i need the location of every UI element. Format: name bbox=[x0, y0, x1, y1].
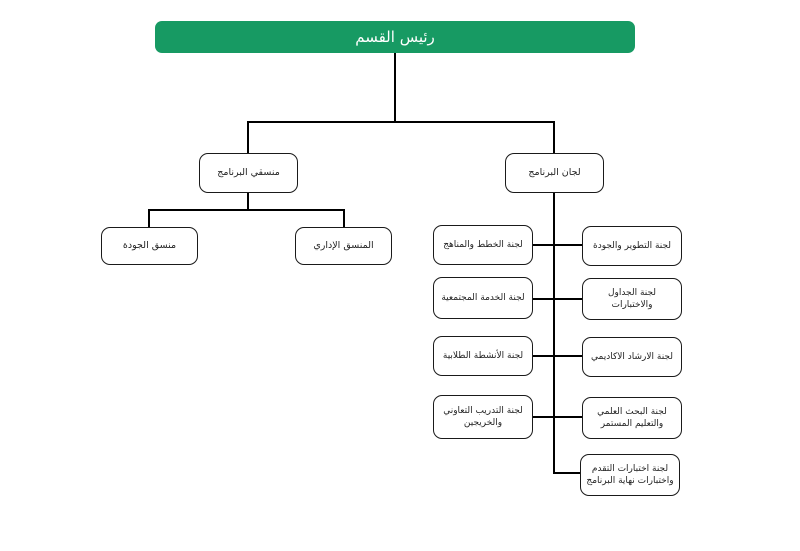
node-progress-final-exams-committee: لجنة اختبارات التقدم واختبارات نهاية الب… bbox=[580, 454, 680, 496]
connector-committees-spine bbox=[553, 192, 555, 474]
connector-coordinators-horizontal bbox=[148, 209, 345, 211]
node-research-continuing-ed-committee: لجنة البحث العلمي والتعليم المستمر bbox=[582, 397, 682, 439]
connector-row2-stub bbox=[533, 298, 582, 300]
connector-row1-stub bbox=[533, 244, 582, 246]
node-program-coordinators: منسقي البرنامج bbox=[199, 153, 298, 193]
node-plans-curricula-committee: لجنة الخطط والمناهج bbox=[433, 225, 533, 265]
node-development-quality-committee: لجنة التطوير والجودة bbox=[582, 226, 682, 266]
node-academic-advising-committee: لجنة الارشاد الاكاديمي bbox=[582, 337, 682, 377]
connector-row4-stub bbox=[533, 416, 582, 418]
connector-coordinators-drop bbox=[247, 121, 249, 154]
node-coop-training-alumni-committee: لجنة التدريب التعاوني والخريجين bbox=[433, 395, 533, 439]
node-schedules-exams-committee: لجنة الجداول والاختبارات bbox=[582, 278, 682, 320]
node-quality-coordinator: منسق الجودة bbox=[101, 227, 198, 265]
connector-committees-drop bbox=[553, 121, 555, 154]
connector-top-horizontal bbox=[247, 121, 555, 123]
node-program-committees: لجان البرنامج bbox=[505, 153, 604, 193]
connector-row3-stub bbox=[533, 355, 582, 357]
connector-quality-drop bbox=[148, 209, 150, 228]
connector-row5-elbow bbox=[553, 472, 580, 474]
node-student-activities-committee: لجنة الأنشطة الطلابية bbox=[433, 336, 533, 376]
connector-admin-drop bbox=[343, 209, 345, 228]
connector-coordinators-vertical bbox=[247, 192, 249, 210]
node-admin-coordinator: المنسق الإداري bbox=[295, 227, 392, 265]
connector-root-vertical bbox=[394, 53, 396, 123]
node-community-service-committee: لجنة الخدمة المجتمعية bbox=[433, 277, 533, 319]
node-department-head: رئيس القسم bbox=[155, 21, 635, 53]
